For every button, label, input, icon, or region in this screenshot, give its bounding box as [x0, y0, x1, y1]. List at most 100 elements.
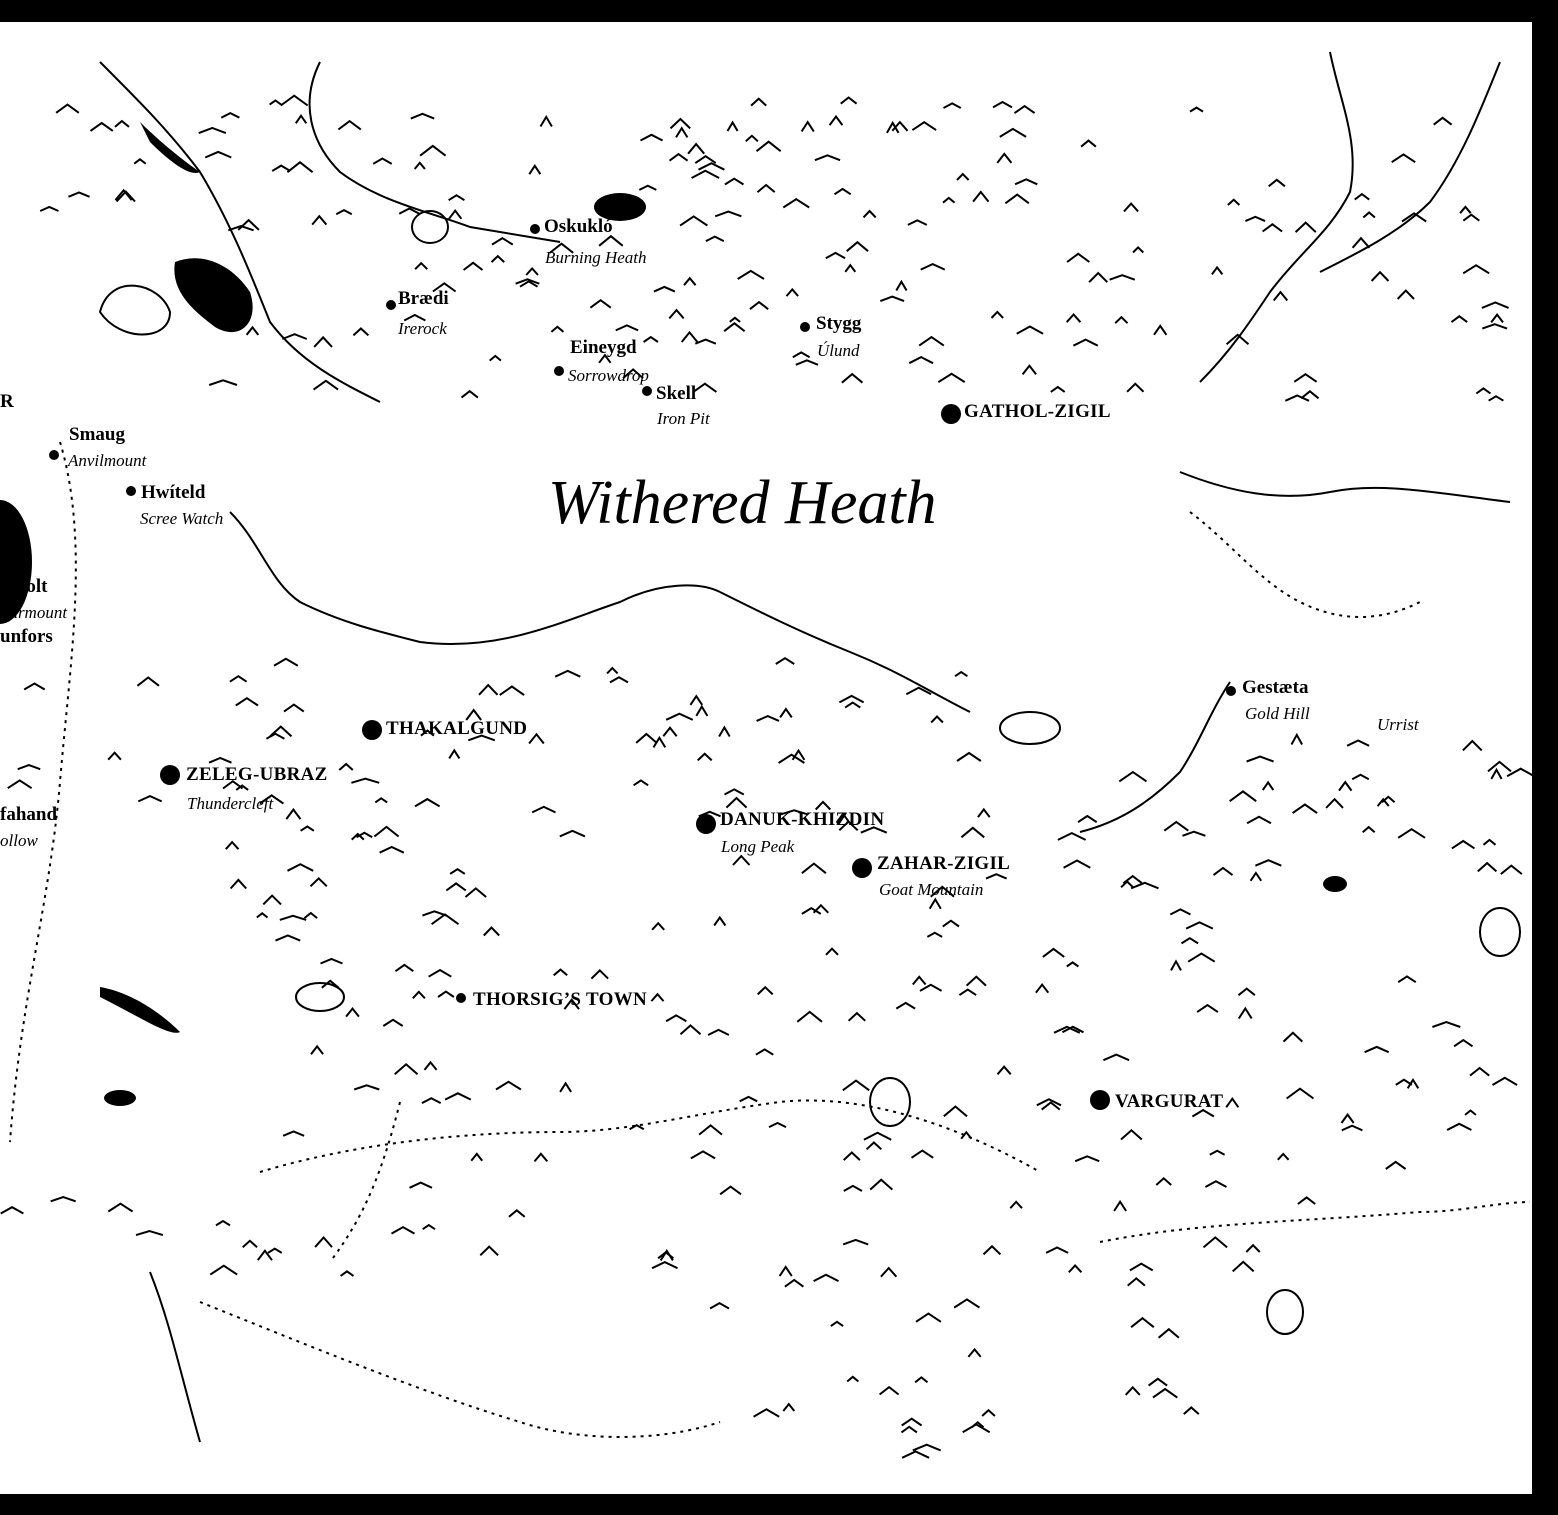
settlement-stygg-marker[interactable]: [800, 322, 810, 332]
mountain-glyph: [886, 120, 900, 134]
settlement-oskuklo-name[interactable]: Oskukló: [544, 216, 613, 237]
mountain-glyph: [1370, 270, 1390, 282]
settlement-zahar-name[interactable]: ZAHAR-ZIGIL: [877, 853, 1011, 874]
settlement-eineygd-name[interactable]: Eineygd: [570, 337, 637, 358]
settlement-urrist-translation[interactable]: Urrist: [1377, 715, 1419, 734]
mountain-glyph: [1237, 1006, 1253, 1020]
mountain-glyph: [414, 797, 441, 808]
settlement-gestaeta-name[interactable]: Gestæta: [1242, 677, 1309, 698]
mountain-glyph: [421, 1097, 442, 1104]
settlement-braedi-name[interactable]: Brædi: [398, 288, 449, 309]
mountain-glyph: [977, 807, 991, 818]
mountain-glyph: [235, 697, 259, 707]
lake: [1323, 876, 1347, 892]
lakes: [0, 122, 1347, 1106]
city-thakalgund-marker[interactable]: [362, 720, 382, 740]
mountain-glyph: [1196, 1003, 1219, 1013]
settlement-unfors-name[interactable]: unfors: [0, 626, 53, 647]
mountain-glyph: [208, 756, 232, 764]
settlement-fahand-name[interactable]: fahand: [0, 804, 58, 825]
mountain-glyph: [391, 1225, 415, 1235]
settlement-smaug-name[interactable]: Smaug: [69, 424, 125, 445]
mountain-glyph: [422, 1223, 436, 1231]
mountain-glyph: [1053, 1025, 1081, 1034]
city-thakalgund-name[interactable]: THAKALGUND: [386, 718, 528, 739]
mountain-glyph: [1462, 213, 1480, 222]
settlement-zahar-marker[interactable]: [852, 858, 872, 878]
mountain-glyph: [1397, 975, 1417, 984]
mountain-glyph: [1120, 880, 1134, 889]
mountain-glyph: [1042, 947, 1065, 958]
mountain-glyph: [869, 1178, 893, 1191]
mountain-glyph: [690, 1150, 716, 1160]
settlement-danuk-marker[interactable]: [696, 814, 716, 834]
mountain-glyph: [460, 389, 479, 399]
mountain-glyph: [985, 873, 1007, 880]
mountain-glyph: [271, 164, 291, 172]
settlement-gestaeta-marker[interactable]: [1226, 686, 1236, 696]
settlement-eskolt-name[interactable]: eskolt: [0, 576, 48, 597]
mountain-glyph: [1362, 825, 1376, 834]
mountain-glyph: [309, 877, 328, 888]
mountain-glyph: [1245, 215, 1266, 223]
city-thorsig-marker[interactable]: [456, 993, 466, 1003]
mountain-glyph: [1225, 333, 1250, 346]
mountain-glyph: [1292, 803, 1318, 814]
city-gathol-name[interactable]: GATHOL-ZIGIL: [964, 401, 1111, 422]
city-thorsig-name[interactable]: THORSIG’S TOWN: [473, 989, 648, 1010]
mountain-glyph: [394, 1062, 419, 1076]
settlement-eineygd-marker[interactable]: [554, 366, 564, 376]
mountain-glyph: [320, 957, 343, 965]
mountain-glyph: [796, 1010, 823, 1023]
mountain-glyph: [801, 907, 822, 915]
mountain-glyph: [598, 234, 624, 247]
settlement-hwiteld-name[interactable]: Hwíteld: [141, 482, 206, 503]
mountain-glyph: [694, 338, 717, 345]
edge-fragment-r[interactable]: R: [0, 391, 14, 412]
settlement-smaug-marker[interactable]: [49, 450, 59, 460]
mountain-glyph: [640, 133, 664, 142]
settlement-hwiteld-marker[interactable]: [126, 486, 136, 496]
mountain-glyph: [1063, 859, 1091, 869]
mountain-glyph: [1237, 987, 1256, 996]
mountain-glyph: [1074, 1155, 1100, 1163]
mountain-glyph: [724, 177, 745, 186]
settlement-oskuklo-marker[interactable]: [530, 224, 540, 234]
mountain-glyph: [912, 1443, 942, 1452]
settlement-skell-name[interactable]: Skell: [656, 383, 697, 404]
mountain-glyph: [981, 1408, 996, 1417]
rivers: [99, 51, 1511, 1443]
mountain-glyph: [694, 154, 717, 164]
mountain-glyph: [698, 1124, 723, 1136]
mountain-glyph: [1004, 193, 1030, 205]
mountain-glyph: [956, 172, 970, 181]
city-gathol-marker[interactable]: [941, 404, 961, 424]
mountain-glyph: [267, 1247, 283, 1254]
lake: [140, 122, 200, 173]
mountain-glyph: [470, 1152, 483, 1162]
river: [719, 591, 971, 713]
mountain-glyph: [755, 140, 782, 152]
mountain-glyph: [1009, 1200, 1023, 1209]
settlement-braedi-marker[interactable]: [386, 300, 396, 310]
settlement-stygg-name[interactable]: Stygg: [816, 313, 862, 334]
city-vargurat-marker[interactable]: [1090, 1090, 1110, 1110]
settlement-danuk-name[interactable]: DANUK-KHIZDIN: [720, 809, 885, 830]
city-vargurat-name[interactable]: VARGURAT: [1115, 1091, 1224, 1112]
settlement-zeleg-marker[interactable]: [160, 765, 180, 785]
mountain-glyph: [1113, 1199, 1127, 1212]
mountain-glyph: [491, 237, 514, 246]
mountain-glyph: [732, 854, 751, 866]
mountain-glyph: [962, 1423, 991, 1434]
mountain-glyph: [679, 215, 708, 227]
settlement-skell-marker[interactable]: [642, 386, 652, 396]
mountain-glyph: [1185, 921, 1214, 930]
mountain-glyph: [1077, 814, 1098, 824]
mountain-glyph: [310, 1044, 324, 1055]
settlement-zeleg-name[interactable]: ZELEG-UBRAZ: [186, 764, 328, 785]
mountain-glyph: [1246, 755, 1274, 763]
map-canvas[interactable]: Withered Heath Oskukló Burning Heath Bræ…: [0, 22, 1532, 1494]
mountain-glyph: [1065, 312, 1082, 323]
mountain-glyph: [782, 1402, 796, 1412]
